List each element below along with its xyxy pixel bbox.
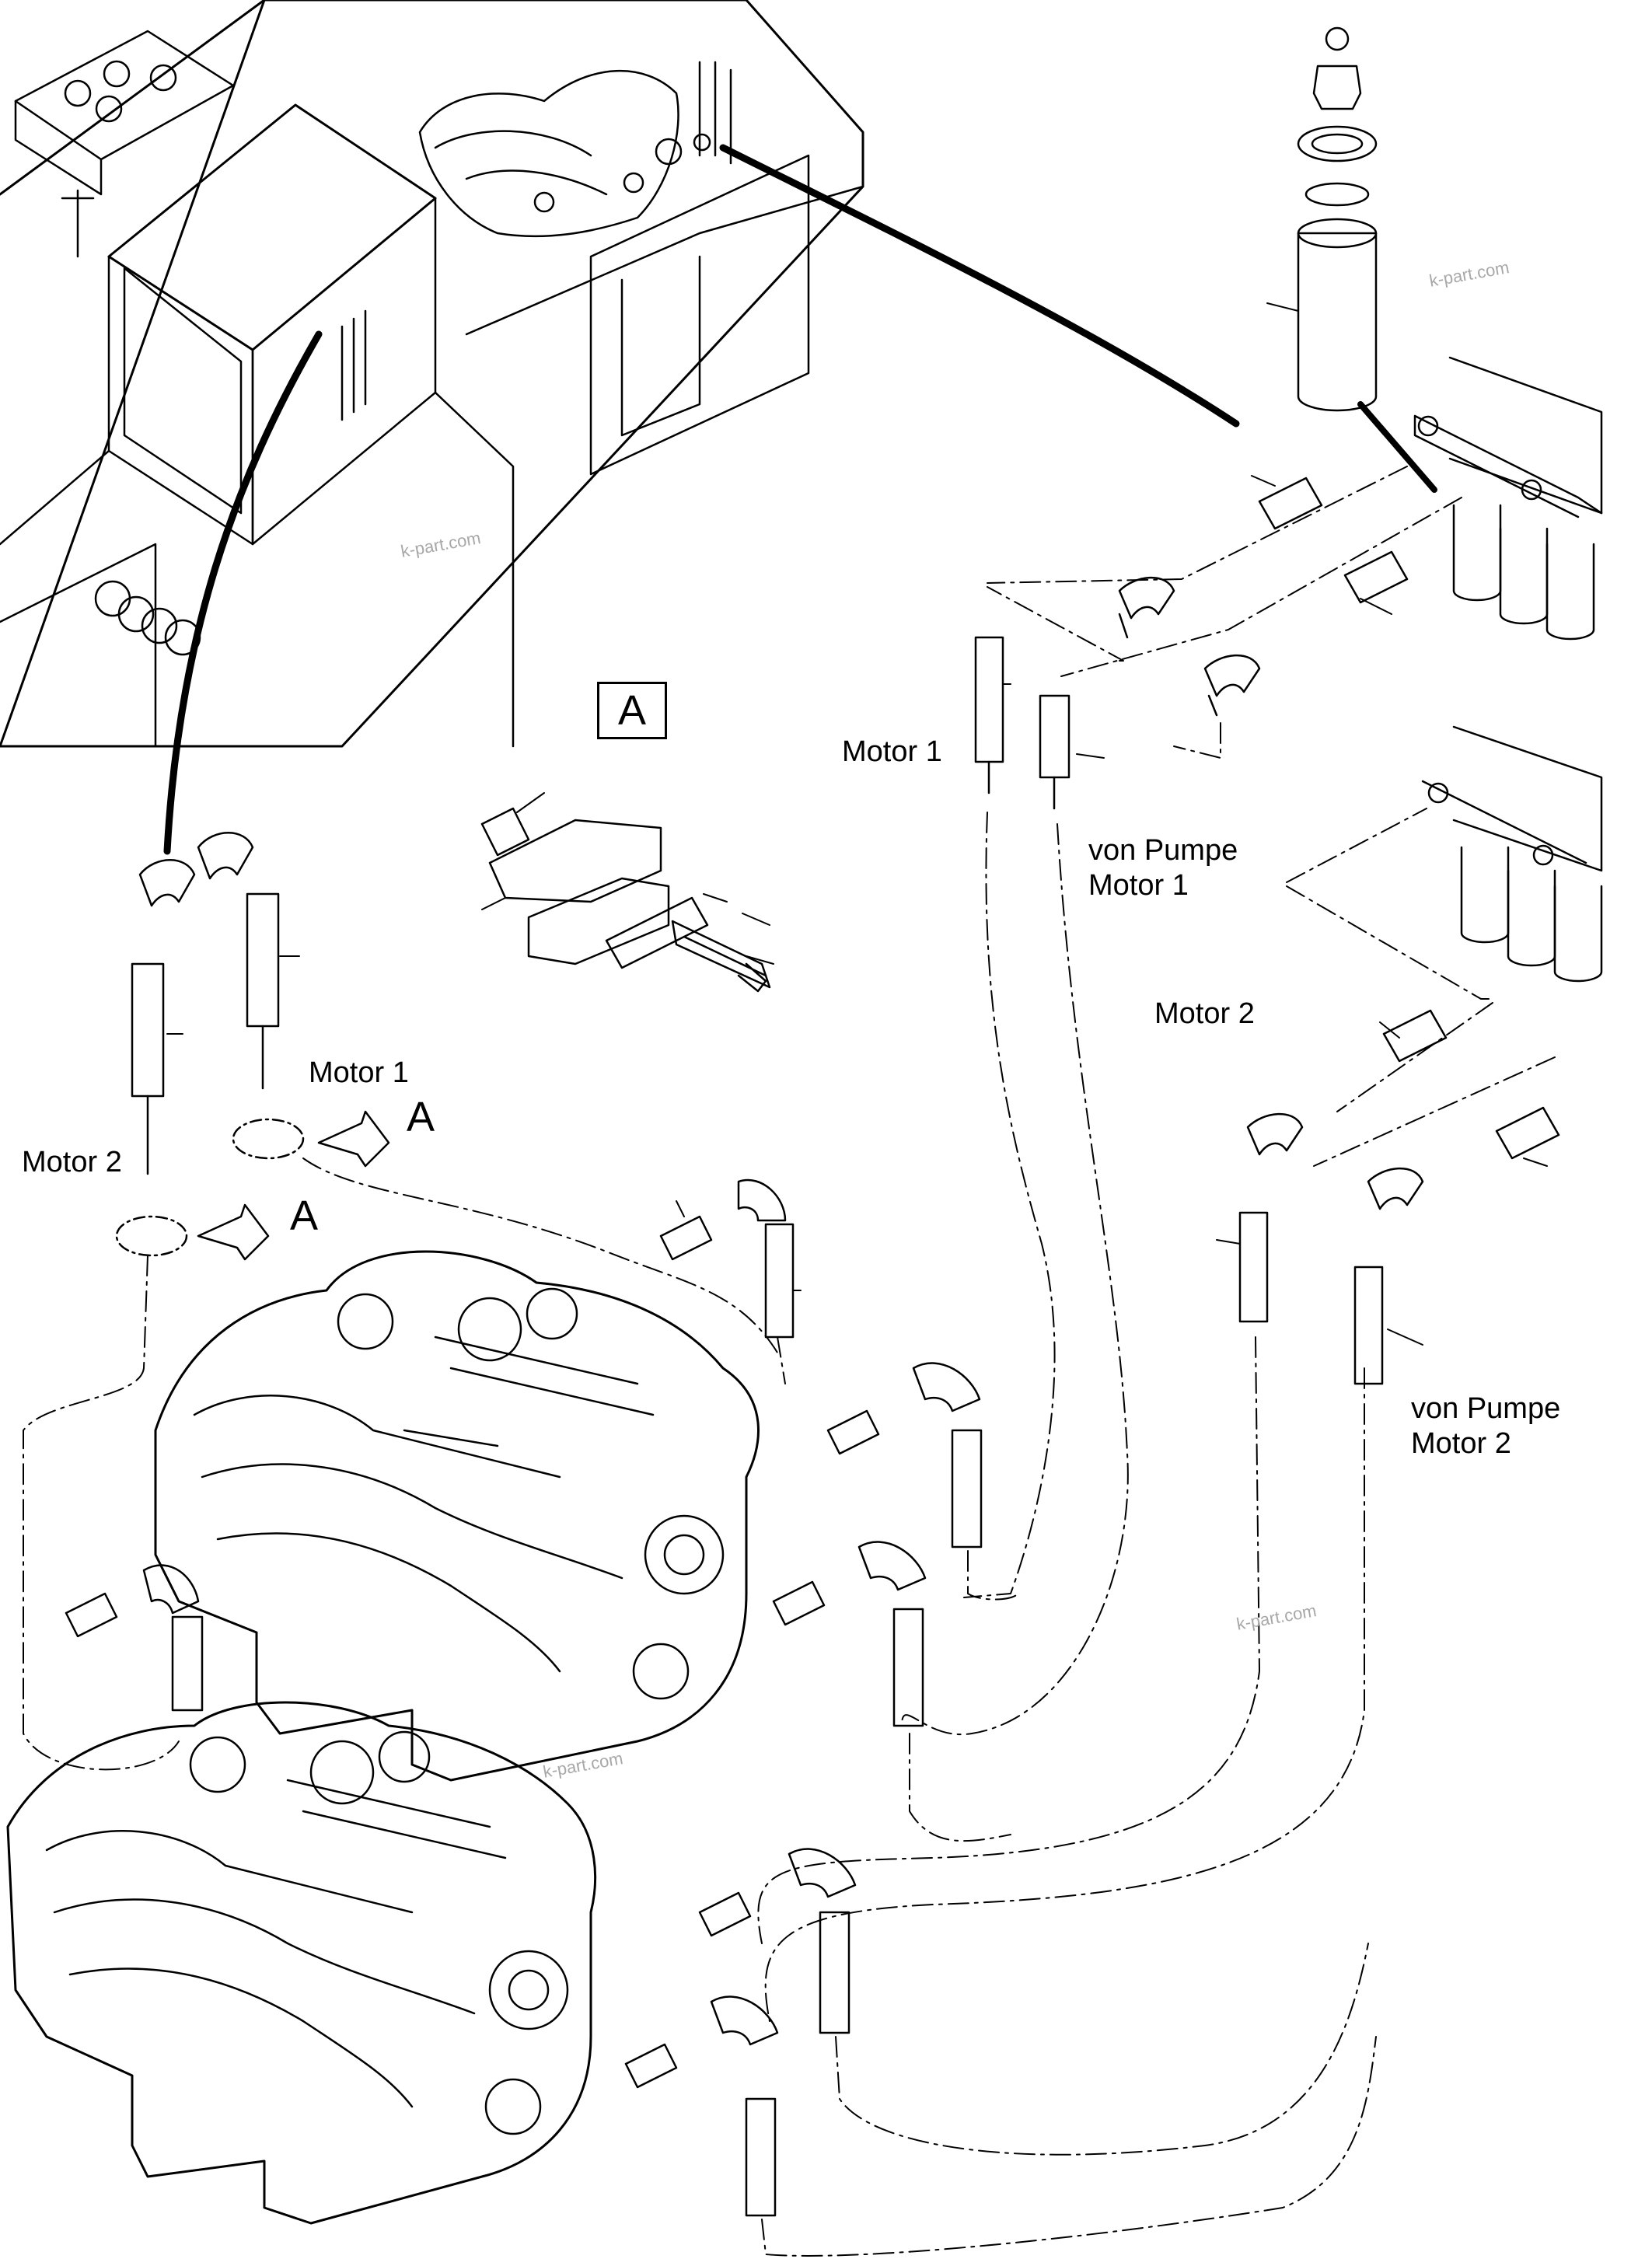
callout-a-upper: A bbox=[407, 1094, 435, 1140]
label-motor1-left: Motor 1 bbox=[309, 1056, 409, 1089]
machine-frame bbox=[0, 0, 1236, 851]
engine-lower bbox=[8, 1702, 595, 2223]
engine-fittings bbox=[66, 1180, 1376, 2256]
detail-a-clamp bbox=[482, 808, 770, 991]
filter-head-motor2 bbox=[758, 727, 1601, 2021]
filter-assembly bbox=[902, 28, 1601, 1734]
label-von-pumpe-motor2-l1: von Pumpe bbox=[1411, 1392, 1561, 1425]
label-von-pumpe-motor2-l2: Motor 2 bbox=[1411, 1427, 1511, 1460]
detail-box-a: A bbox=[597, 682, 667, 739]
leader-lines bbox=[167, 303, 1547, 1345]
left-hoses bbox=[23, 833, 777, 1769]
label-motor1-top: Motor 1 bbox=[842, 735, 942, 768]
label-von-pumpe-motor1-l2: Motor 1 bbox=[1088, 869, 1189, 902]
label-motor2-mid: Motor 2 bbox=[1154, 997, 1255, 1030]
label-motor2-left: Motor 2 bbox=[22, 1146, 122, 1178]
engine-upper bbox=[155, 1252, 758, 1780]
callout-a-lower: A bbox=[290, 1192, 319, 1239]
label-von-pumpe-motor1-l1: von Pumpe bbox=[1088, 834, 1238, 867]
